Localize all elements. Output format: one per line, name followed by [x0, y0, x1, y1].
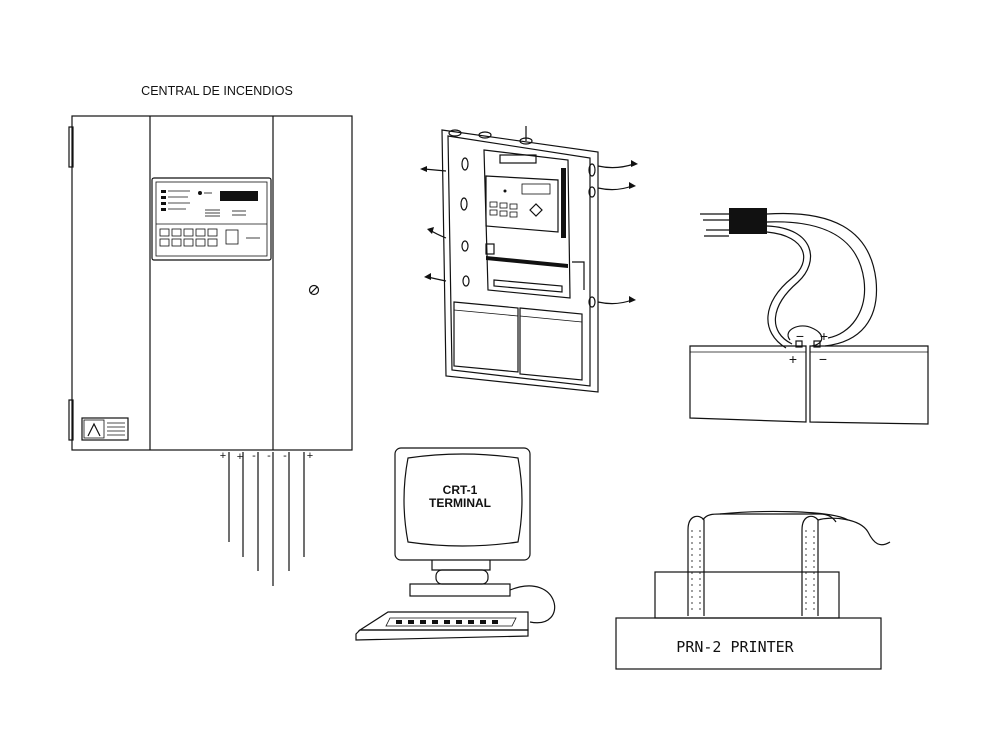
panel-wire-terminals: + + - - - +	[220, 450, 313, 586]
crt-label-line2: TERMINAL	[429, 496, 491, 510]
panel-warning-label	[81, 417, 129, 441]
printer-body	[615, 617, 882, 670]
panel-terminal-2: +	[237, 451, 243, 463]
panel-terminal-5: -	[283, 450, 287, 462]
panel-terminal-3: -	[252, 450, 256, 462]
battery-right	[809, 345, 929, 425]
panel-terminal-4: -	[267, 450, 271, 462]
printer-paper	[687, 510, 891, 616]
crt-keyboard	[355, 611, 529, 641]
fire-panel: CENTRAL DE INCENDIOS	[68, 84, 353, 586]
crt-monitor	[394, 447, 531, 561]
battery-set: − + + −	[689, 208, 929, 425]
fire-panel-title: CENTRAL DE INCENDIOS	[141, 84, 293, 98]
panel-terminal-6: +	[307, 450, 313, 462]
panel-terminal-1: +	[220, 450, 226, 462]
battery-bottom-negative: −	[819, 351, 827, 367]
battery-bottom-positive: +	[789, 351, 797, 367]
battery-left	[689, 345, 807, 423]
battery-top-positive: +	[820, 328, 828, 344]
printer: PRN-2 PRINTER	[615, 510, 891, 670]
panel-backbox	[420, 126, 638, 393]
panel-display-module	[151, 177, 272, 261]
crt-label-line1: CRT-1	[443, 483, 478, 497]
panel-key-lock	[308, 284, 320, 296]
panel-keypad	[159, 228, 260, 247]
printer-label: PRN-2 PRINTER	[676, 638, 794, 656]
crt-terminal: CRT-1 TERMINAL	[355, 447, 556, 641]
battery-top-negative: −	[796, 328, 804, 344]
